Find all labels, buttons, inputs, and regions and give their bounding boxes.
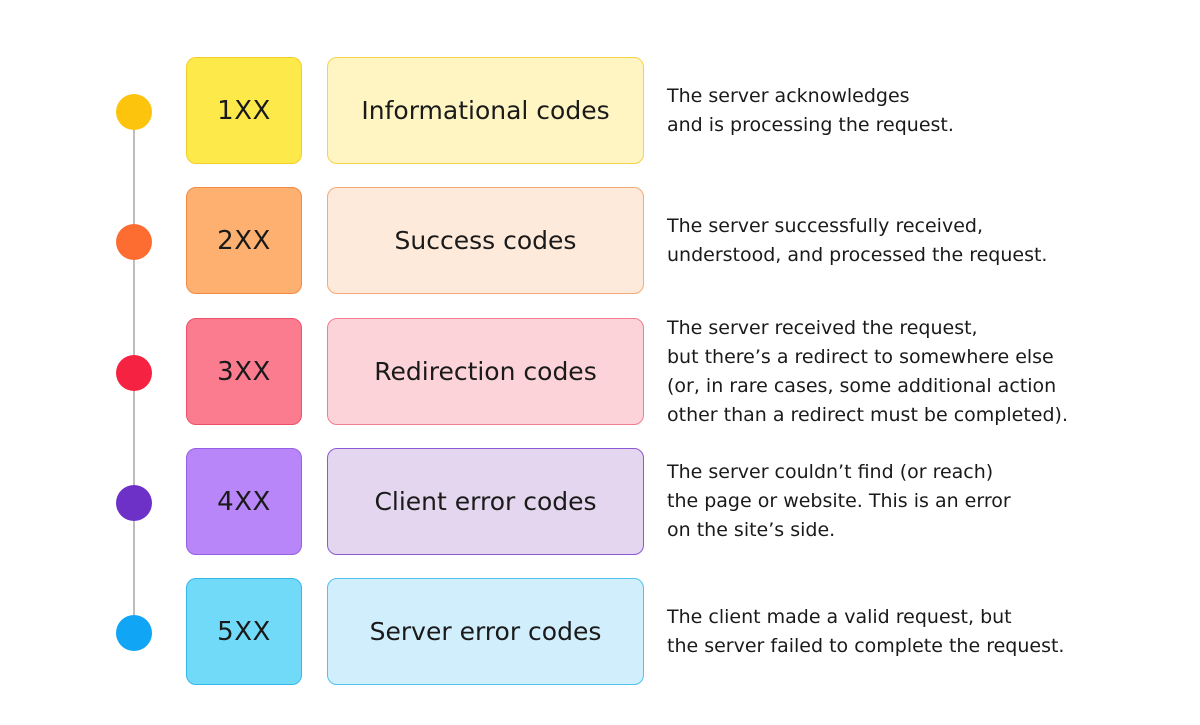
timeline-dot-1xx xyxy=(116,94,152,130)
category-label-3xx: Redirection codes xyxy=(327,318,644,425)
description-4xx: The server couldn’t find (or reach) the … xyxy=(667,461,1011,541)
category-label-1xx: Informational codes xyxy=(327,57,644,164)
description-5xx: The client made a valid request, but the… xyxy=(667,605,1065,657)
status-row-1xx: 1XX Informational codes The server ackno… xyxy=(0,57,1200,167)
category-label-4xx: Client error codes xyxy=(327,448,644,555)
status-row-3xx: 3XX Redirection codes The server receive… xyxy=(0,316,1200,428)
description-2xx: The server successfully received, unders… xyxy=(667,214,1048,266)
code-badge-2xx: 2XX xyxy=(186,187,302,294)
category-label-5xx: Server error codes xyxy=(327,578,644,685)
status-row-5xx: 5XX Server error codes The client made a… xyxy=(0,578,1200,688)
code-badge-5xx: 5XX xyxy=(186,578,302,685)
timeline-dot-2xx xyxy=(116,224,152,260)
timeline-dot-4xx xyxy=(116,485,152,521)
category-label-2xx: Success codes xyxy=(327,187,644,294)
description-1xx: The server acknowledges and is processin… xyxy=(667,84,954,136)
code-badge-3xx: 3XX xyxy=(186,318,302,425)
status-row-4xx: 4XX Client error codes The server couldn… xyxy=(0,448,1200,558)
timeline-dot-3xx xyxy=(116,355,152,391)
description-3xx: The server received the request, but the… xyxy=(667,316,1068,426)
status-row-2xx: 2XX Success codes The server successfull… xyxy=(0,187,1200,297)
code-badge-1xx: 1XX xyxy=(186,57,302,164)
code-badge-4xx: 4XX xyxy=(186,448,302,555)
timeline-dot-5xx xyxy=(116,615,152,651)
